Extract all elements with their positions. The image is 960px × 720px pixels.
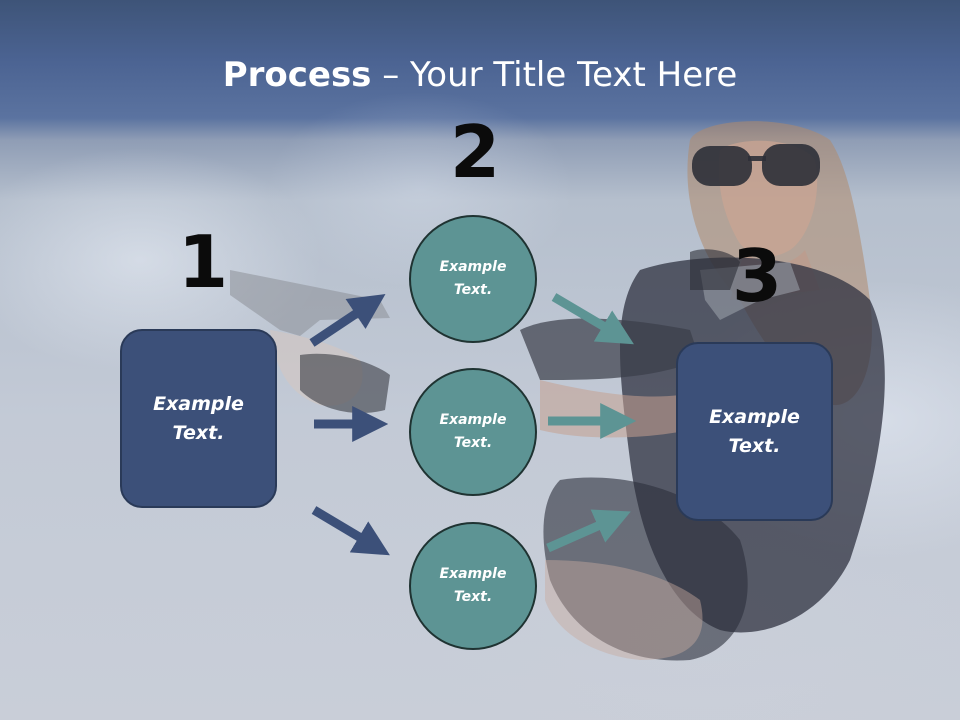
right-box: Example Text. (676, 342, 833, 521)
circle-2: Example Text. (409, 368, 537, 496)
title-rest: – Your Title Text Here (371, 55, 738, 95)
title-bar: Process – Your Title Text Here (0, 0, 960, 128)
arrow-to-circle-1 (309, 294, 386, 347)
circle-1: Example Text. (409, 215, 537, 343)
step-number-2: 2 (450, 110, 501, 194)
left-box-text: Example Text. (153, 392, 244, 444)
arrow-to-circle-3 (311, 506, 390, 556)
right-box-text: Example Text. (709, 405, 800, 457)
title-bold: Process (222, 55, 372, 95)
circle-2-text: Example Text. (439, 412, 507, 451)
left-box: Example Text. (120, 329, 277, 508)
circle-3: Example Text. (409, 522, 537, 650)
step-number-3: 3 (732, 234, 783, 318)
circle-3-text: Example Text. (439, 566, 507, 605)
arrow-from-circle-3 (546, 509, 631, 553)
circle-1-text: Example Text. (439, 259, 507, 298)
step-number-1: 1 (178, 220, 229, 304)
slide-title: Process – Your Title Text Here (0, 54, 960, 96)
arrow-from-circle-1 (551, 293, 634, 345)
